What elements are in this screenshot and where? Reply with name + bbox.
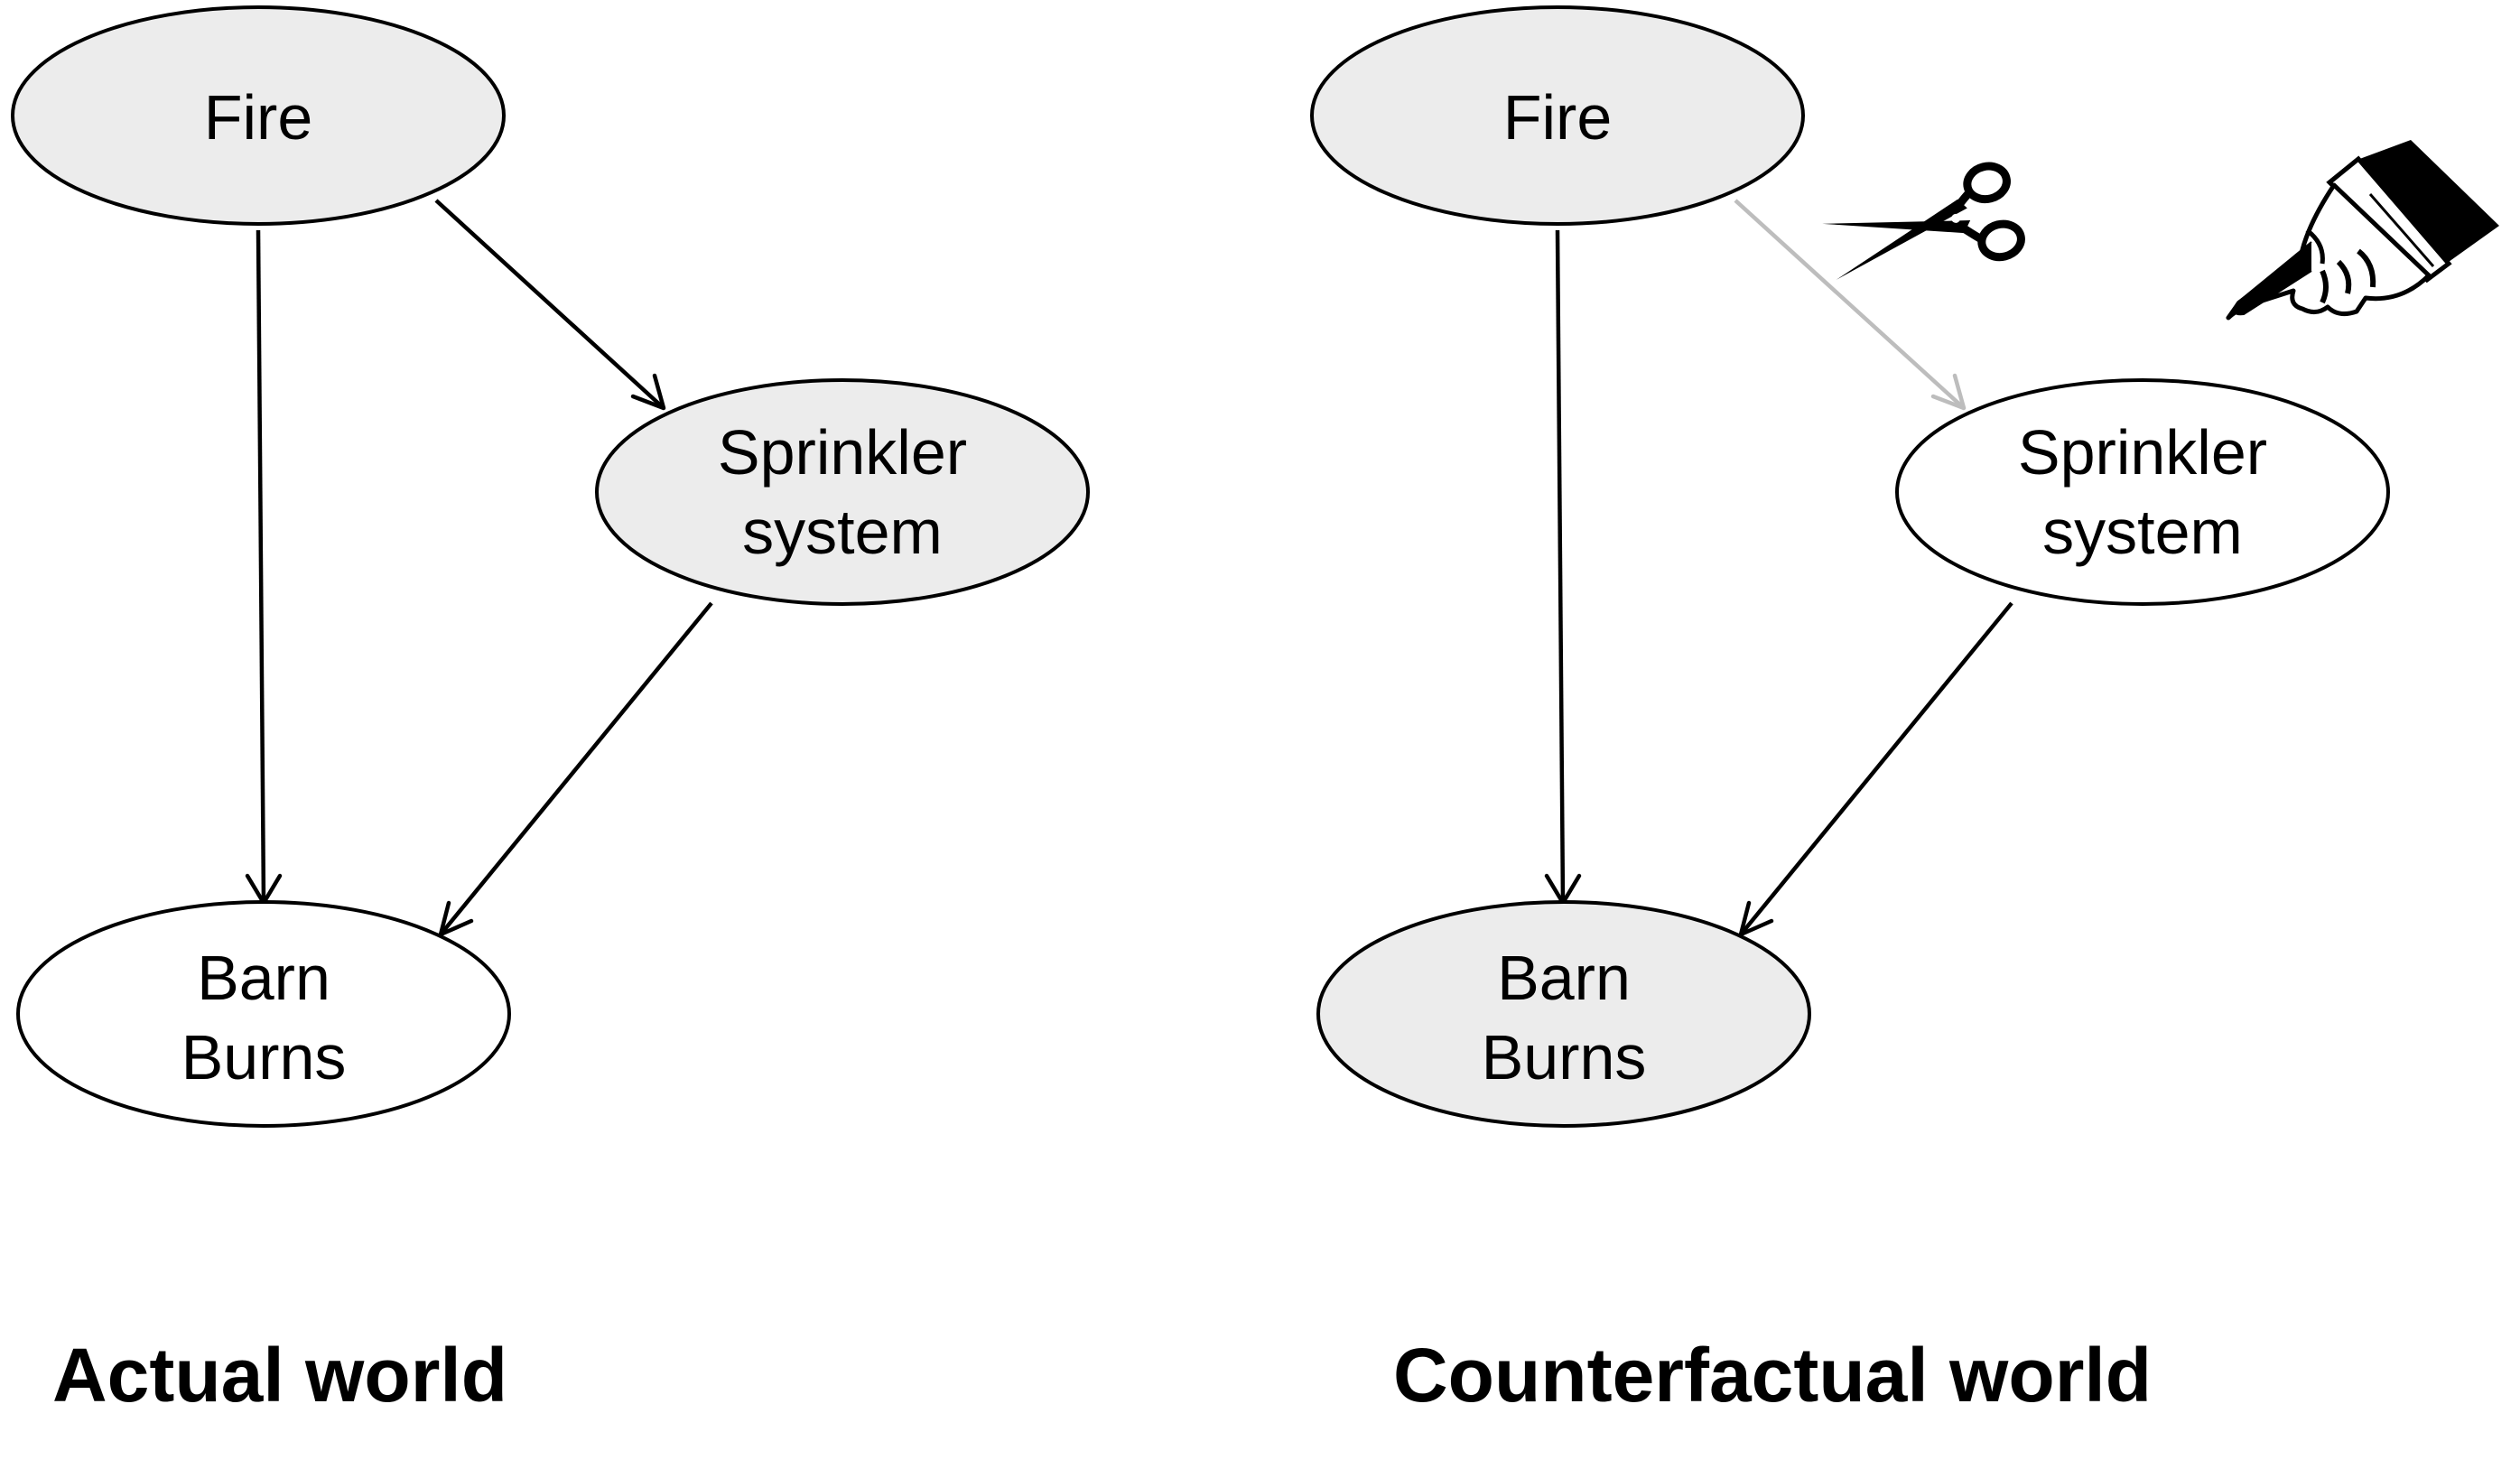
edge-fire-to-barn <box>245 229 283 906</box>
edge-line <box>1734 199 1966 410</box>
node-barn-burns: Barn Burns <box>1316 900 1811 1128</box>
node-sprinkler-system: Sprinkler system <box>1895 378 2390 606</box>
edge-sprinkler-to-barn <box>438 601 713 937</box>
edge-line <box>1739 601 2013 936</box>
edge-line <box>439 601 713 936</box>
arrowhead <box>630 373 666 411</box>
node-sprinkler-ellipse <box>1895 378 2390 606</box>
edge-fire-to-barn <box>1544 229 1582 906</box>
node-barn-burns: Barn Burns <box>16 900 511 1128</box>
counterfactual-world-caption: Counterfactual world <box>1393 1333 2152 1418</box>
edge-sprinkler-to-barn <box>1738 601 2013 937</box>
edge-fire-to-sprinkler <box>434 199 666 411</box>
node-fire: Fire <box>1310 5 1805 226</box>
node-sprinkler-label-line2: system <box>2042 497 2243 567</box>
actual-world-panel: Fire Sprinkler system Barn Burns Actual … <box>11 5 1090 1418</box>
node-sprinkler-label: Sprinkler <box>718 417 967 488</box>
node-sprinkler-ellipse <box>595 378 1090 606</box>
counterfactual-world-panel: Fire Sprinkler system Barn Burns <box>1310 5 2499 1418</box>
scissors-icon <box>1822 162 2025 280</box>
node-barn-label-line2: Burns <box>181 1022 347 1092</box>
arrowhead <box>1930 373 1967 411</box>
node-barn-label: Barn <box>197 943 330 1013</box>
edge-fire-to-sprinkler-cut <box>1734 199 1967 411</box>
edge-line <box>256 229 266 904</box>
node-sprinkler-system: Sprinkler system <box>595 378 1090 606</box>
edge-line <box>1555 229 1566 904</box>
node-barn-label: Barn <box>1497 943 1631 1013</box>
node-fire-label: Fire <box>1503 82 1613 153</box>
node-fire-ellipse <box>11 5 506 226</box>
node-barn-ellipse <box>1316 900 1811 1128</box>
actual-world-caption: Actual world <box>52 1333 507 1418</box>
node-sprinkler-label-line2: system <box>742 497 943 567</box>
node-fire-ellipse <box>1310 5 1805 226</box>
node-fire: Fire <box>11 5 506 226</box>
edge-line <box>434 199 665 410</box>
node-sprinkler-label: Sprinkler <box>2018 417 2267 488</box>
node-barn-ellipse <box>16 900 511 1128</box>
node-fire-label: Fire <box>204 82 313 153</box>
node-barn-label-line2: Burns <box>1482 1022 1647 1092</box>
pointing-hand-icon <box>2226 140 2499 321</box>
